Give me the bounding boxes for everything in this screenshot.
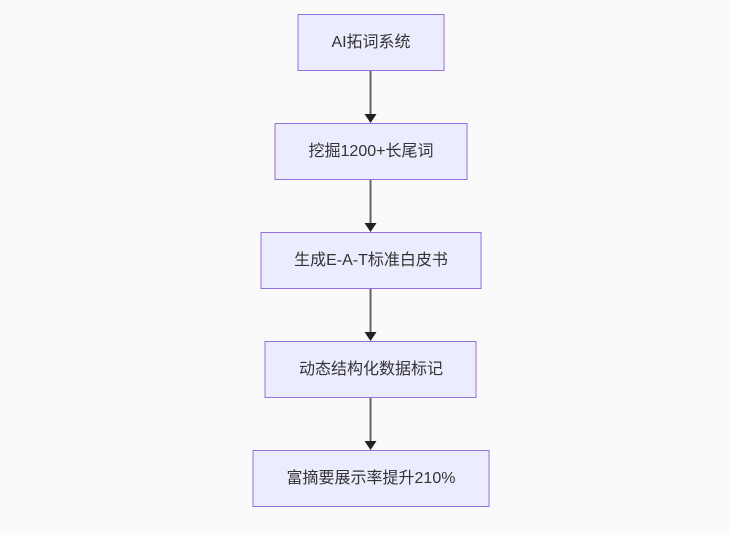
flow-node-label: AI拓词系统: [331, 33, 411, 51]
arrow-line: [370, 180, 372, 224]
flow-edge-2-3: [365, 180, 377, 232]
flow-node-step-1: AI拓词系统: [297, 14, 445, 71]
flow-node-label: 富摘要展示率提升210%: [286, 469, 456, 487]
flow-node-step-2: 挖掘1200+长尾词: [274, 123, 468, 180]
flow-node-label: 挖掘1200+长尾词: [308, 142, 434, 160]
arrow-line: [370, 289, 372, 333]
flow-node-step-3: 生成E-A-T标准白皮书: [260, 232, 482, 289]
flow-node-step-5: 富摘要展示率提升210%: [252, 450, 490, 507]
flowchart: AI拓词系统 挖掘1200+长尾词 生成E-A-T标准白皮书 动态结构化数据标记…: [252, 0, 490, 507]
arrowhead-down-icon: [365, 223, 377, 232]
arrowhead-down-icon: [365, 114, 377, 123]
flow-edge-1-2: [365, 71, 377, 123]
arrow-line: [370, 71, 372, 115]
arrow-line: [370, 398, 372, 442]
flow-edge-4-5: [365, 398, 377, 450]
flow-edge-3-4: [365, 289, 377, 341]
arrowhead-down-icon: [365, 332, 377, 341]
flow-node-label: 生成E-A-T标准白皮书: [294, 251, 448, 269]
arrowhead-down-icon: [365, 441, 377, 450]
flow-node-label: 动态结构化数据标记: [298, 360, 443, 378]
flow-node-step-4: 动态结构化数据标记: [264, 341, 477, 398]
